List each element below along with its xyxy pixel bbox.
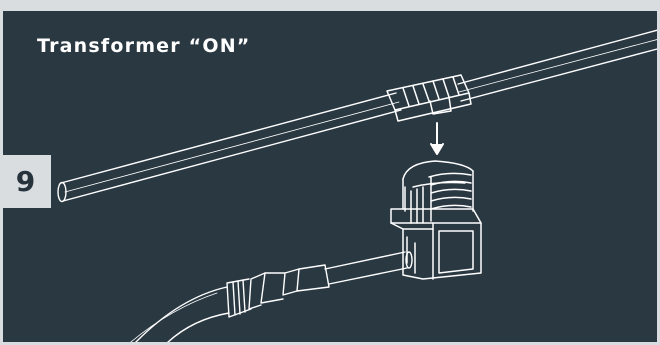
illustration: [57, 29, 657, 342]
lower-cable: [130, 251, 413, 342]
down-arrow-icon: [430, 122, 444, 155]
connector-body: [390, 160, 482, 280]
step-title: Transformer “ON”: [37, 35, 251, 57]
step-number-badge: 9: [0, 155, 51, 208]
upper-wire: [57, 29, 657, 203]
connector-cap: [386, 74, 472, 122]
